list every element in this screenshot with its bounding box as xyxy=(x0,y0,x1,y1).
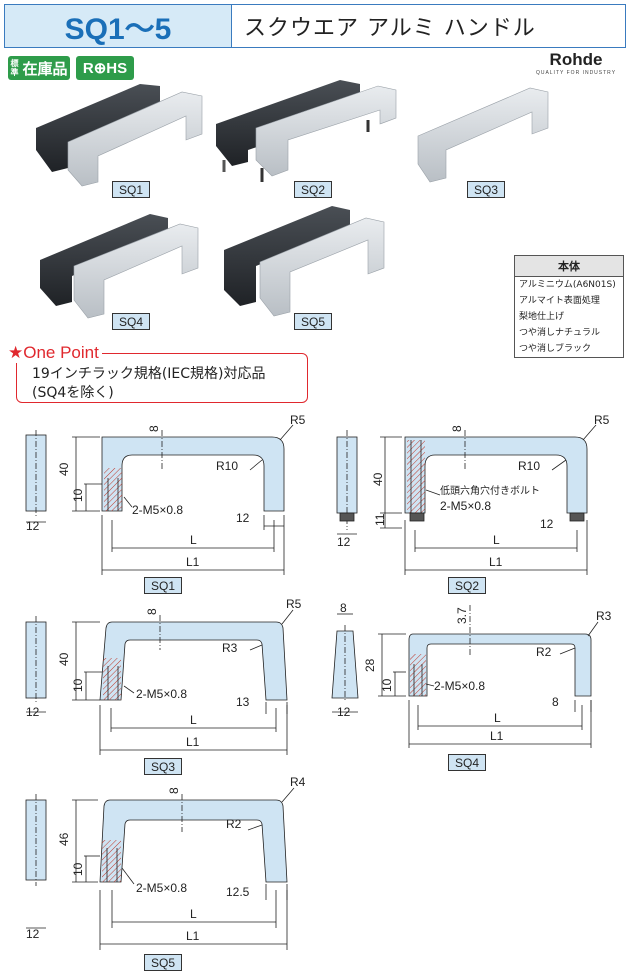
dim-sq5-L1: L1 xyxy=(186,929,200,943)
drawing-label-sq1: SQ1 xyxy=(144,577,182,594)
dim-sq3-r-inner: R3 xyxy=(222,641,238,655)
dim-sq4-top: 3.7 xyxy=(455,607,469,624)
drawing-label-sq3: SQ3 xyxy=(144,758,182,775)
drawing-label-sq4: SQ4 xyxy=(448,754,486,771)
dim-sq1-leg: 12 xyxy=(236,511,250,525)
dim-sq1-height: 40 xyxy=(57,462,71,476)
material-row: アルマイト表面処理 xyxy=(519,296,600,306)
label-sq5: SQ5 xyxy=(294,313,332,330)
dim-sq2-r-inner: R10 xyxy=(518,459,540,473)
dim-sq3-width: 12 xyxy=(26,705,40,719)
photo-sq3 xyxy=(417,87,549,183)
header-bar: SQ1〜5 スクウエア アルミ ハンドル xyxy=(4,4,626,48)
photo-sq4 xyxy=(40,214,199,319)
stock-badge: 標準 在庫品 xyxy=(8,56,70,80)
dim-sq5-r-outer: R4 xyxy=(290,775,306,789)
dim-sq2-height: 40 xyxy=(371,472,385,486)
one-point-title: ★One Point xyxy=(8,343,102,363)
dim-sq1-r-inner: R10 xyxy=(216,459,238,473)
dim-sq5-depth: 10 xyxy=(71,862,85,876)
dim-sq1-r-outer: R5 xyxy=(290,413,306,427)
one-point-box xyxy=(16,353,308,403)
dim-sq3-depth: 10 xyxy=(71,678,85,692)
dim-sq4-thread: 2-M5×0.8 xyxy=(434,679,485,693)
brand-tagline: QUALITY FOR INDUSTRY xyxy=(535,70,617,76)
material-row: アルミニウム(A6N01S) xyxy=(519,280,616,290)
drawing-sq5 xyxy=(25,787,295,950)
dim-sq3-leg: 13 xyxy=(236,695,250,709)
dim-sq1-top: 8 xyxy=(147,425,161,432)
dim-sq5-height: 46 xyxy=(57,832,71,846)
material-row: つや消しブラック xyxy=(519,344,592,354)
dim-sq2-leg: 12 xyxy=(540,517,554,531)
dim-sq2-width: 12 xyxy=(337,535,351,549)
drawing-sq2 xyxy=(336,424,597,575)
dim-sq2-L: L xyxy=(493,533,500,547)
rohs-badge: R⊕HS xyxy=(76,56,134,80)
dim-sq5-L: L xyxy=(190,907,197,921)
dim-sq2-thread: 2-M5×0.8 xyxy=(440,499,491,513)
dim-sq4-r-inner: R2 xyxy=(536,645,552,659)
drawing-sq1 xyxy=(25,424,294,575)
material-row: つや消しナチュラル xyxy=(519,328,601,338)
dim-sq3-top: 8 xyxy=(145,608,159,615)
one-point-line1: 19インチラック規格(IEC規格)対応品 xyxy=(32,366,266,382)
dim-sq2-r-outer: R5 xyxy=(594,413,610,427)
dim-sq1-thread: 2-M5×0.8 xyxy=(132,503,183,517)
label-sq1: SQ1 xyxy=(112,181,150,198)
one-point-line2: (SQ4を除く) xyxy=(32,385,114,401)
material-header: 本体 xyxy=(515,256,623,277)
dim-sq5-leg: 12.5 xyxy=(226,885,250,899)
page-title: スクウエア アルミ ハンドル xyxy=(244,16,536,41)
product-photos xyxy=(36,80,549,319)
series-code: SQ1〜5 xyxy=(5,5,232,47)
dim-sq4-width: 12 xyxy=(337,705,351,719)
dim-sq3-L1: L1 xyxy=(186,735,200,749)
dim-sq1-width: 12 xyxy=(26,519,40,533)
label-sq3: SQ3 xyxy=(467,181,505,198)
dim-sq4-r-outer: R3 xyxy=(596,609,612,623)
material-table: 本体 アルミニウム(A6N01S) アルマイト表面処理 梨地仕上げ つや消しナチ… xyxy=(514,255,624,358)
brand-name: Rohde xyxy=(549,50,603,69)
dim-sq4-L: L xyxy=(494,711,501,725)
dim-sq2-L1: L1 xyxy=(489,555,503,569)
dim-sq3-thread: 2-M5×0.8 xyxy=(136,687,187,701)
photo-sq1 xyxy=(36,84,203,187)
dim-sq2-bolt: 低頭六角穴付きボルト xyxy=(440,484,540,497)
dim-sq5-top: 8 xyxy=(167,787,181,794)
drawing-label-sq2: SQ2 xyxy=(448,577,486,594)
dim-sq3-L: L xyxy=(190,713,197,727)
dim-sq5-thread: 2-M5×0.8 xyxy=(136,881,187,895)
stock-badge-small: 標準 xyxy=(10,59,19,77)
dim-sq1-L1: L1 xyxy=(186,555,200,569)
brand-logo: Rohde QUALITY FOR INDUSTRY xyxy=(528,50,624,76)
material-row: 梨地仕上げ xyxy=(519,312,565,322)
dim-sq2-bottom: 11 xyxy=(373,513,387,526)
photo-sq5 xyxy=(224,206,385,317)
dim-sq4-L1: L1 xyxy=(490,729,504,743)
dim-sq2-top: 8 xyxy=(450,425,464,432)
dim-sq4-side-top: 8 xyxy=(340,601,347,615)
photo-sq2 xyxy=(216,80,397,182)
dim-sq4-height: 28 xyxy=(363,658,377,672)
dim-sq4-leg: 8 xyxy=(552,695,559,709)
dim-sq5-r-inner: R2 xyxy=(226,817,242,831)
drawing-label-sq5: SQ5 xyxy=(144,954,182,971)
dim-sq4-depth: 10 xyxy=(380,678,394,692)
dim-sq1-depth: 10 xyxy=(71,488,85,502)
dim-sq1-L: L xyxy=(190,533,197,547)
drawing-sq3 xyxy=(25,609,294,755)
dim-sq5-width: 12 xyxy=(26,927,40,941)
stock-badge-text: 在庫品 xyxy=(22,60,68,78)
dim-sq3-height: 40 xyxy=(57,652,71,666)
label-sq2: SQ2 xyxy=(294,181,332,198)
drawing-sq4 xyxy=(331,605,599,748)
label-sq4: SQ4 xyxy=(112,313,150,330)
dim-sq3-r-outer: R5 xyxy=(286,597,302,611)
